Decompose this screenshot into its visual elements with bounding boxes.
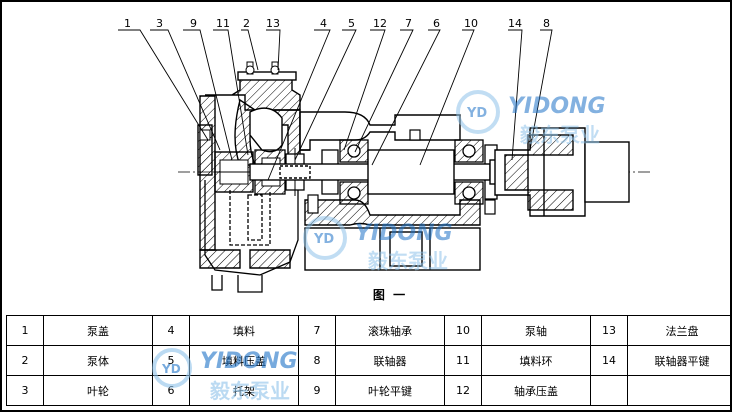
part-name: 叶轮 bbox=[43, 375, 153, 406]
watermark-latin-top: YIDONG bbox=[508, 94, 606, 119]
discharge-flange bbox=[237, 71, 297, 81]
callout-6: 6 bbox=[433, 17, 440, 30]
lower-casing bbox=[204, 180, 299, 293]
watermark-chinese-middle: 毅东泵业 bbox=[367, 249, 448, 273]
part-name: 联轴器平键 bbox=[627, 345, 732, 376]
leader-lines bbox=[118, 29, 553, 181]
table-row: 2 泵体 5 填料压盖 8 联轴器 11 填料环 14 联轴器平键 bbox=[6, 345, 732, 376]
part-name: 法兰盘 bbox=[627, 315, 732, 346]
bearing-front bbox=[339, 139, 369, 205]
bearing-rear bbox=[454, 139, 484, 205]
watermark-logo-table: YD YIDONG 毅东泵业 bbox=[152, 348, 298, 403]
part-name: 滚珠轴承 bbox=[335, 315, 445, 346]
part-no: 10 bbox=[444, 315, 482, 346]
watermark-badge-table: YD bbox=[161, 362, 181, 376]
part-name: 泵体 bbox=[43, 345, 153, 376]
callout-2: 2 bbox=[243, 17, 250, 30]
callout-labels: 1 3 9 11 2 13 4 5 12 7 6 10 14 8 bbox=[124, 17, 550, 30]
watermark-badge-middle: YD bbox=[313, 232, 334, 247]
flange-bolt-head-right bbox=[270, 65, 280, 75]
part-name: 叶轮平键 bbox=[335, 375, 445, 406]
callout-14: 14 bbox=[508, 17, 522, 30]
callout-12: 12 bbox=[373, 17, 387, 30]
watermark-logo-top: YD YIDONG 毅东泵业 bbox=[456, 90, 606, 147]
bracket bbox=[299, 111, 481, 271]
part-name: 泵盖 bbox=[43, 315, 153, 346]
volute-passage bbox=[249, 107, 283, 153]
callout-10: 10 bbox=[464, 17, 478, 30]
callout-7: 7 bbox=[405, 17, 412, 30]
watermark-latin-table: YIDONG bbox=[200, 349, 298, 374]
part-name: 联轴器 bbox=[335, 345, 445, 376]
part-no: 2 bbox=[6, 345, 44, 376]
empty-cell bbox=[627, 375, 732, 406]
callout-1: 1 bbox=[124, 17, 131, 30]
table-row: 3 叶轮 6 托架 9 叶轮平键 12 轴承压盖 bbox=[6, 375, 732, 406]
watermark-chinese-table: 毅东泵业 bbox=[209, 379, 290, 403]
part-no: 4 bbox=[152, 315, 190, 346]
callout-4: 4 bbox=[320, 17, 327, 30]
callout-11: 11 bbox=[216, 17, 230, 30]
part-name: 填料环 bbox=[481, 345, 591, 376]
watermark-badge-top: YD bbox=[466, 106, 487, 121]
callout-9: 9 bbox=[190, 17, 197, 30]
table-row: 1 泵盖 4 填料 7 滚珠轴承 10 泵轴 13 法兰盘 bbox=[6, 315, 732, 346]
figure-caption: 图 一 bbox=[372, 288, 408, 302]
part-no: 11 bbox=[444, 345, 482, 376]
part-name: 泵轴 bbox=[481, 315, 591, 346]
part-no: 12 bbox=[444, 375, 482, 406]
parts-table: 1 泵盖 4 填料 7 滚珠轴承 10 泵轴 13 法兰盘 2 泵体 5 填料压… bbox=[6, 315, 732, 406]
bracket-bolts bbox=[307, 129, 496, 215]
part-no: 14 bbox=[590, 345, 628, 376]
callout-13: 13 bbox=[266, 17, 280, 30]
callout-3: 3 bbox=[156, 17, 163, 30]
flange-bolt-head-left bbox=[245, 65, 255, 75]
part-no: 1 bbox=[6, 315, 44, 346]
coupling bbox=[494, 127, 630, 217]
callout-5: 5 bbox=[348, 17, 355, 30]
watermark-logo-middle: YD YIDONG 毅东泵业 bbox=[303, 216, 453, 273]
watermark-latin-middle: YIDONG bbox=[355, 221, 453, 246]
part-name: 轴承压盖 bbox=[481, 375, 591, 406]
part-no: 3 bbox=[6, 375, 44, 406]
watermark-chinese-top: 毅东泵业 bbox=[519, 123, 600, 147]
part-name: 托架 bbox=[189, 375, 299, 406]
empty-cell bbox=[590, 375, 628, 406]
impeller bbox=[214, 151, 254, 193]
pump-shaft bbox=[249, 149, 511, 195]
part-no: 9 bbox=[298, 375, 336, 406]
part-no: 13 bbox=[590, 315, 628, 346]
part-no: 8 bbox=[298, 345, 336, 376]
callout-8: 8 bbox=[543, 17, 550, 30]
